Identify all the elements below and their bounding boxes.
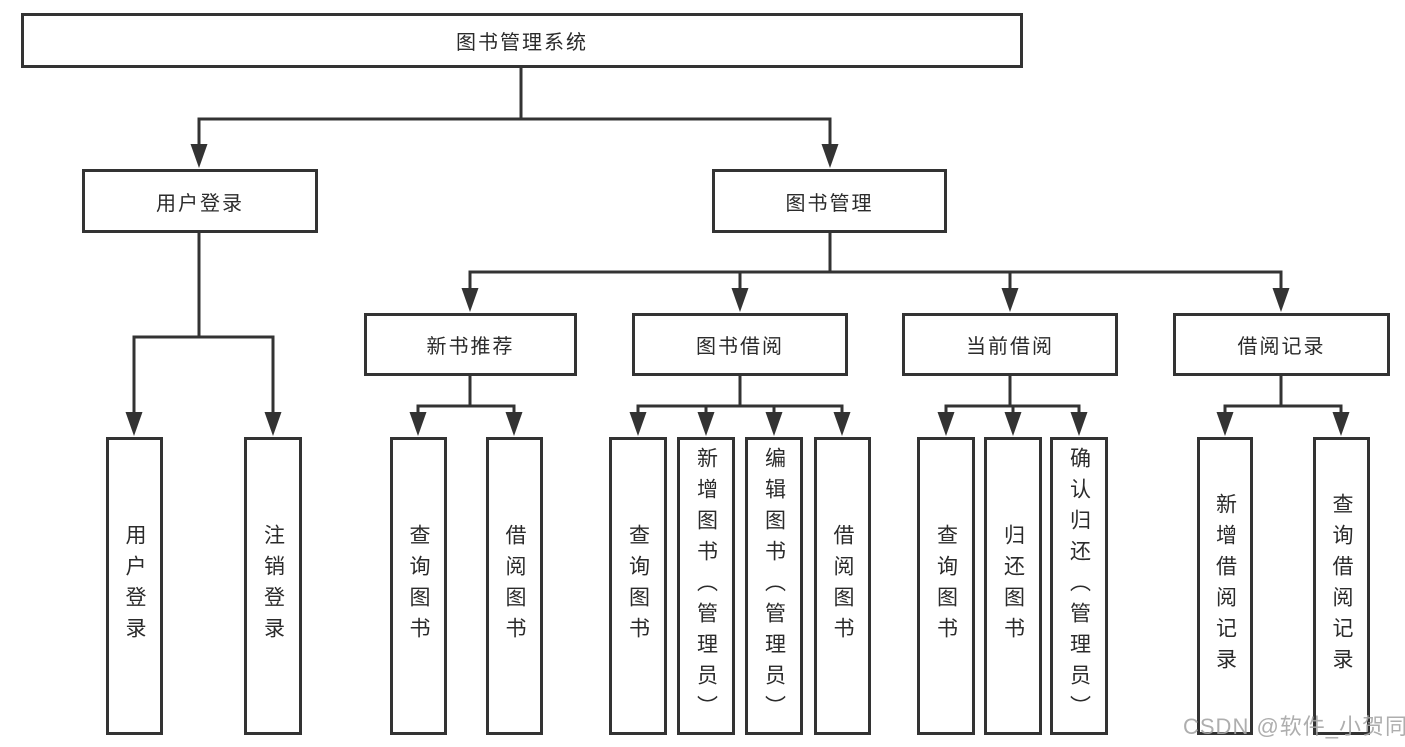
node-label: 当前借阅 [966, 336, 1054, 358]
node-book-management: 图书管理 [712, 169, 947, 233]
node-borrowing-records: 借阅记录 [1173, 313, 1390, 376]
leaf-label: 新增图书（管理员） [694, 446, 718, 726]
leaf-return-books: 归还图书 [984, 437, 1042, 735]
node-library-management-system: 图书管理系统 [21, 13, 1023, 68]
node-current-borrowing: 当前借阅 [902, 313, 1118, 376]
leaf-edit-books-admin: 编辑图书（管理员） [745, 437, 803, 735]
leaf-label: 查询图书 [407, 524, 430, 648]
node-label: 图书管理系统 [456, 32, 588, 54]
leaf-label: 新增借阅记录 [1213, 493, 1237, 679]
node-book-borrowing: 图书借阅 [632, 313, 848, 376]
leaf-user-login: 用户登录 [106, 437, 163, 735]
node-label: 借阅记录 [1237, 336, 1326, 358]
node-label: 图书管理 [785, 192, 874, 215]
leaf-label: 查询借阅记录 [1330, 493, 1353, 679]
leaf-label: 注销登录 [261, 524, 285, 648]
leaf-label: 用户登录 [123, 524, 146, 648]
node-label: 用户登录 [156, 192, 244, 215]
leaf-label: 归还图书 [1001, 524, 1025, 648]
csdn-watermark: CSDN @软件_小贺同学 [1183, 714, 1405, 739]
leaf-query-borrow-record: 查询借阅记录 [1313, 437, 1370, 735]
node-new-book-recommend: 新书推荐 [364, 313, 577, 376]
leaf-borrow-books-newbk: 借阅图书 [486, 437, 543, 735]
leaf-logout: 注销登录 [244, 437, 302, 735]
leaf-borrow-books: 借阅图书 [814, 437, 871, 735]
leaf-query-books-borrow: 查询图书 [609, 437, 667, 735]
leaf-label: 编辑图书（管理员） [762, 446, 786, 726]
node-user-login: 用户登录 [82, 169, 318, 233]
leaf-add-books-admin: 新增图书（管理员） [677, 437, 735, 735]
leaf-label: 确认归还（管理员） [1067, 446, 1091, 726]
leaf-label: 查询图书 [934, 524, 958, 648]
node-label: 图书借阅 [696, 336, 784, 358]
leaf-label: 借阅图书 [503, 524, 526, 648]
leaf-label: 借阅图书 [831, 524, 854, 648]
leaf-query-books-newbk: 查询图书 [390, 437, 447, 735]
leaf-confirm-return-admin: 确认归还（管理员） [1050, 437, 1108, 735]
arrowheads [125, 144, 1350, 436]
node-label: 新书推荐 [426, 336, 515, 358]
leaf-label: 查询图书 [626, 524, 650, 648]
leaf-query-books-current: 查询图书 [917, 437, 975, 735]
leaf-add-borrow-record: 新增借阅记录 [1197, 437, 1253, 735]
